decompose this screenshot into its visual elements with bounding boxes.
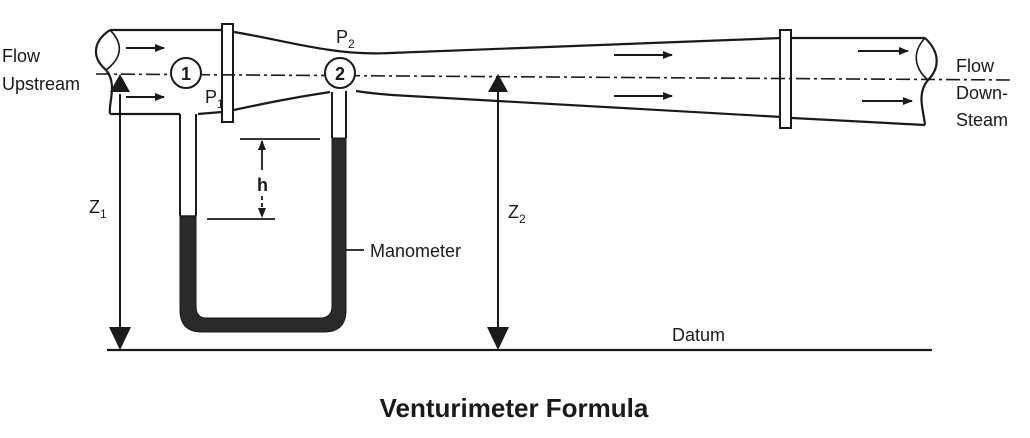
pipe-upstream-bottom-wall (110, 110, 223, 116)
z2-label: Z2 (508, 202, 526, 226)
pipe-centerline (95, 73, 1011, 81)
flow-upstream-label-line1: Flow (2, 46, 41, 66)
flow-upstream-label-line2: Upstream (2, 74, 80, 94)
manometer-fluid (179, 137, 347, 333)
pipe-downstream-bottom-wall (791, 116, 926, 127)
section-2-label: 2 (335, 64, 345, 84)
pipe-converging-top (233, 30, 391, 55)
z1-arrow-head-bottom (109, 327, 131, 350)
flow-downstream-label-line2: Down- (956, 83, 1008, 103)
pipe-downstream-broken-end (920, 37, 938, 126)
flow-arrows (126, 44, 913, 105)
pipe-diverging-bottom (391, 93, 783, 119)
manometer-right-tube (331, 91, 347, 138)
z1-label: Z1 (89, 197, 107, 221)
flow-downstream-label-line3: Steam (956, 110, 1008, 130)
section-2-marker: 2 (324, 57, 356, 89)
figure-title: Venturimeter Formula (380, 393, 649, 423)
manometer (179, 91, 347, 333)
pipe-upstream-broken-end (94, 29, 114, 115)
p2-label: P2 (336, 27, 355, 51)
section-1-label: 1 (181, 64, 191, 84)
z1-arrow-head-top (110, 74, 130, 92)
head-difference-dimension (207, 138, 320, 220)
z2-arrow-head-top (488, 74, 508, 92)
pipe-converging-bottom (233, 89, 393, 112)
datum-label: Datum (672, 325, 725, 345)
manometer-left-tube (179, 114, 197, 216)
pipe-diverging-top (389, 36, 783, 55)
p1-label: P1 (205, 87, 224, 111)
inlet-flange (221, 23, 234, 123)
manometer-label: Manometer (370, 241, 461, 261)
h-label: h (257, 175, 268, 195)
section-1-marker: 1 (170, 57, 202, 89)
z2-arrow-head-bottom (487, 327, 509, 350)
flow-downstream-label-line1: Flow (956, 56, 995, 76)
